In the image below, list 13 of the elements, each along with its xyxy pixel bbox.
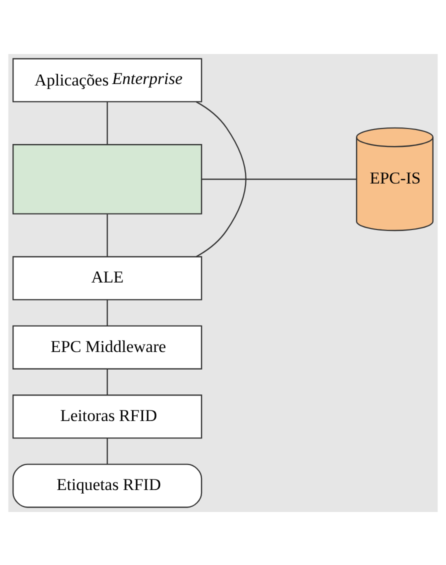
connector xyxy=(196,100,246,257)
node-box: ALE xyxy=(12,256,202,300)
connector xyxy=(106,438,108,464)
connector xyxy=(106,101,108,144)
connector xyxy=(106,214,108,256)
connector xyxy=(106,368,108,395)
connector xyxy=(106,299,108,326)
node-box xyxy=(12,144,202,214)
node-box: EPC Middleware xyxy=(12,324,202,369)
node-box: Aplicações Enterprise xyxy=(12,58,202,102)
connector xyxy=(202,178,356,180)
node-box: Leitoras RFID xyxy=(12,394,202,438)
node-box: Etiquetas RFID xyxy=(12,463,202,508)
